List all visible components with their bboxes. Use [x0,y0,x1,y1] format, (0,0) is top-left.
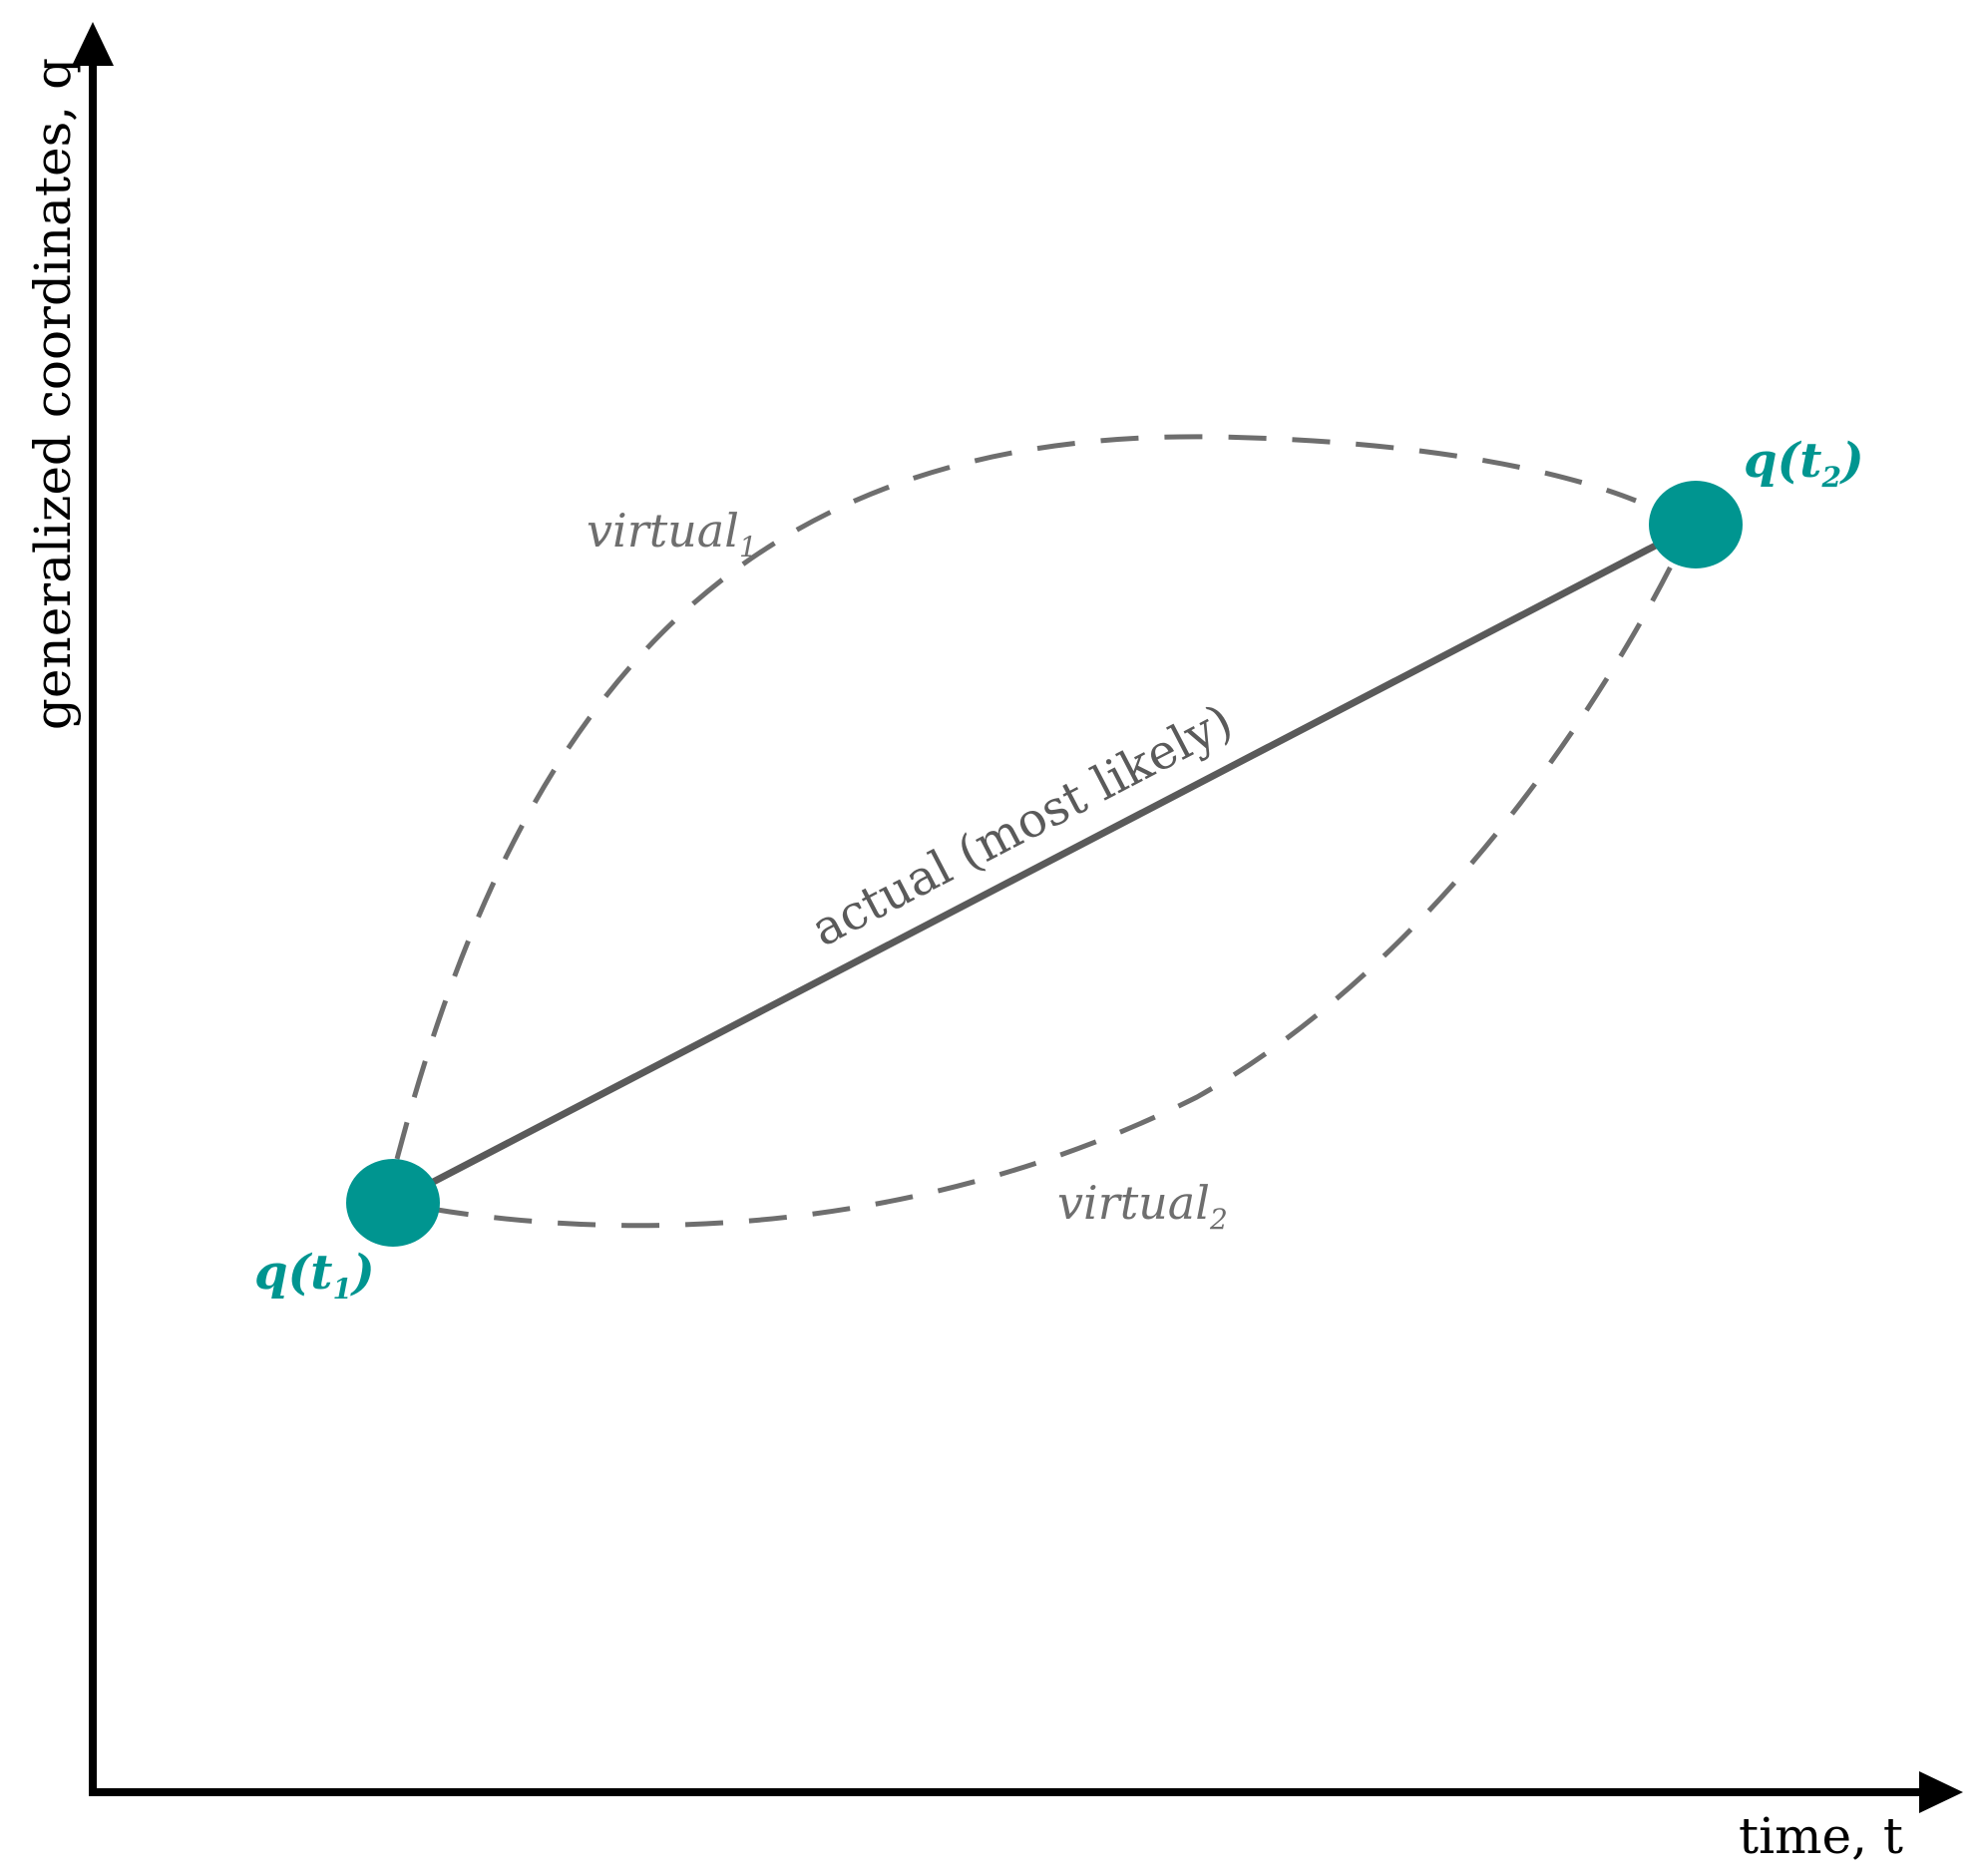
y-axis-arrowhead [72,22,114,66]
y-axis-label: generalized coordinates, q [24,58,82,730]
virtual-1-label-base: virtual [587,504,739,558]
virtual-2-label: virtual2 [1057,1176,1228,1236]
virtual-path-1 [394,434,1637,1160]
virtual-2-label-subscript: 2 [1209,1203,1228,1236]
virtual-path-2 [430,547,1683,1229]
virtual-2-label-base: virtual [1057,1176,1210,1230]
virtual-1-label-subscript: 1 [739,531,757,563]
end-point-label-subscript: 2 [1820,461,1840,494]
end-point [1649,481,1743,568]
x-axis-arrowhead [1919,1771,1963,1813]
start-point [346,1159,440,1247]
virtual-1-label: virtual1 [587,504,757,563]
axes [72,22,1963,1813]
actual-path-label: actual (most likely) [803,693,1242,957]
end-point-label: q(t2) [1744,433,1864,494]
x-axis-label: time, t [1739,1807,1903,1865]
start-point-label-subscript: 1 [332,1273,351,1306]
end-point-label-close: ) [1839,433,1864,489]
start-point-label-close: ) [350,1245,375,1301]
start-point-label: q(t1) [254,1245,375,1306]
start-point-label-open: q(t [254,1245,332,1301]
actual-path [391,521,1698,1207]
end-point-label-open: q(t [1744,433,1821,489]
